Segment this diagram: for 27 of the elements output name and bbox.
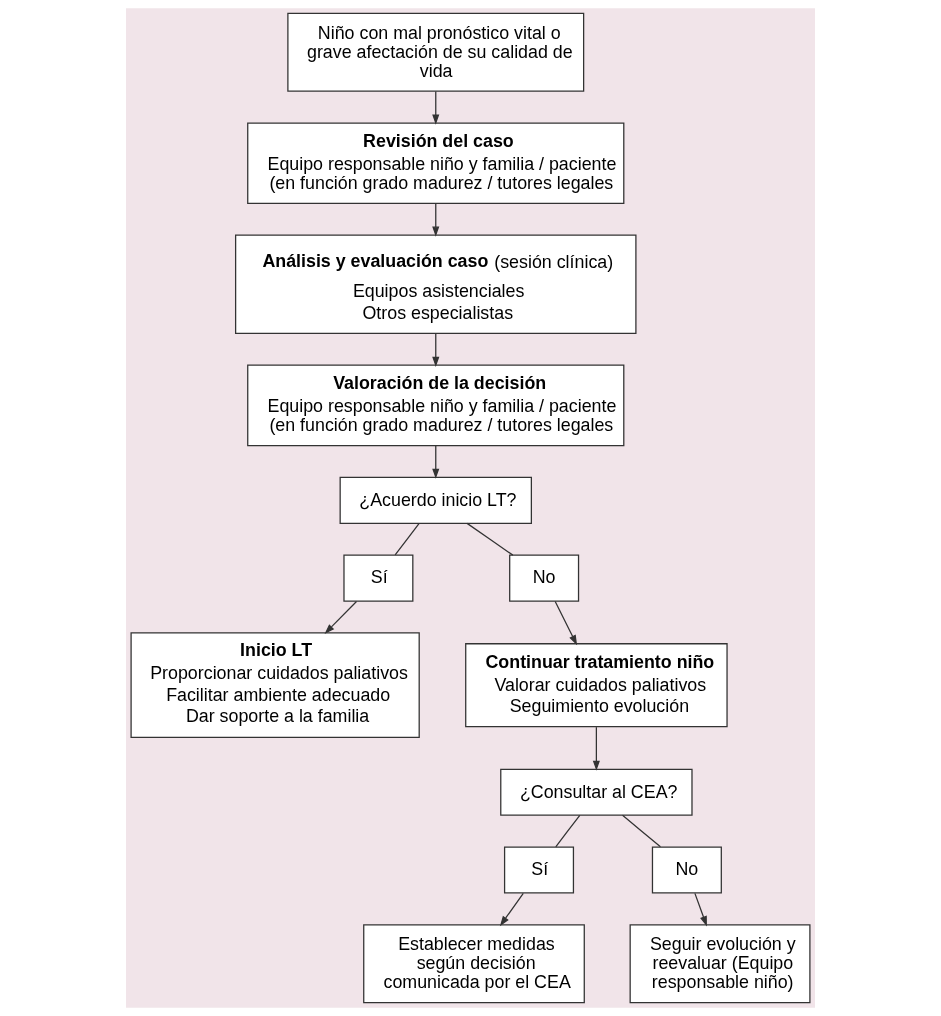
node-box: No (509, 554, 580, 602)
arrow (694, 892, 707, 927)
node-box: Niño con mal pronóstico vital o grave afectación de su calidad de vida (287, 12, 585, 92)
node-box: Establecer medidas según decisión comunicada por el CEA (363, 924, 585, 1004)
arrow (324, 600, 358, 634)
node-box: Inicio LT Proporcionar cuidados paliativos Facilitar ambiente adecuado Dar soporte a la familia (130, 632, 420, 739)
node-box: Valoración de la decisión Equipo responsable niño y familia / paciente (en función grado madurez / tutores legales (247, 364, 625, 447)
connector (621, 814, 662, 848)
arrow (432, 332, 440, 368)
connector (466, 522, 514, 556)
arrow (499, 892, 524, 927)
node-box: Análisis y evaluación caso (sesión clínica) Equipos asistenciales Otros especialistas (235, 234, 637, 334)
arrow (432, 445, 440, 479)
connector (555, 814, 581, 848)
arrow (554, 600, 578, 646)
node-box: Continuar tratamiento niño Valorar cuidados paliativos Seguimiento evolución (465, 643, 728, 728)
node-box: Revisión del caso Equipo responsable niño y familia / paciente (en función grado madurez / tutores legales (247, 122, 625, 204)
node-box: ¿Acuerdo inicio LT? (339, 476, 532, 524)
node-box: No (651, 846, 722, 894)
arrow (592, 726, 600, 771)
node-box: Sí (343, 554, 414, 602)
connector (394, 522, 420, 556)
node-box: Seguir evolución y reevaluar (Equipo responsable niño) (629, 924, 811, 1004)
arrow (432, 202, 440, 237)
node-box: Sí (503, 846, 575, 894)
node-box: ¿Consultar al CEA? (500, 768, 693, 816)
arrow (432, 90, 440, 125)
